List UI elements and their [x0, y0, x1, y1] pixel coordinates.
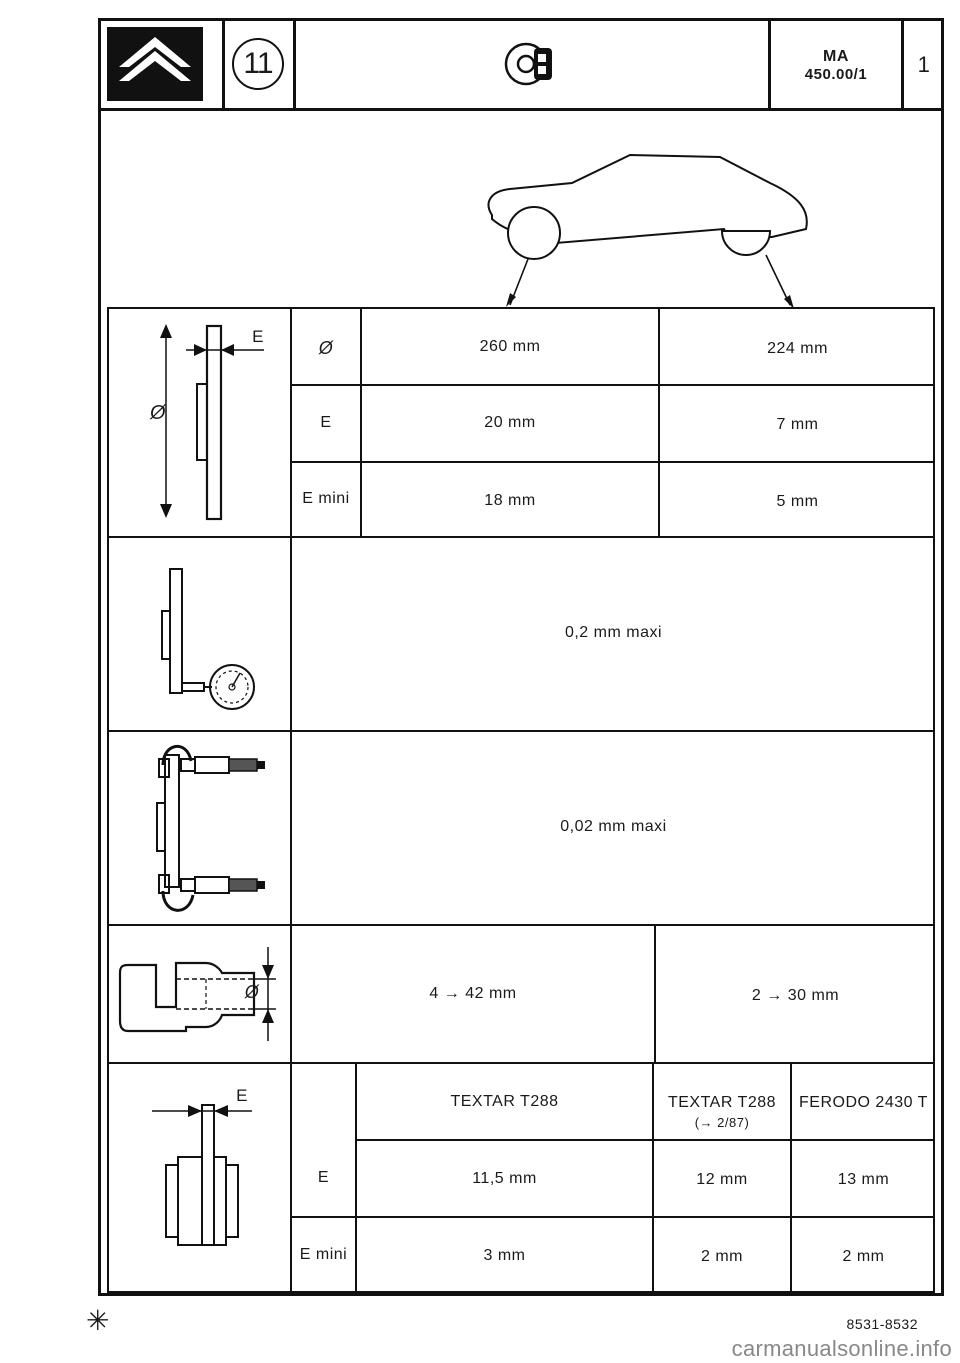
runout-value: 0,2 mm maxi [564, 624, 663, 641]
pads-row-line-1 [355, 1139, 935, 1141]
disc-rear-diameter: 224 mm [767, 340, 828, 357]
header-divider-4 [901, 18, 904, 110]
header-divider-2 [293, 18, 296, 110]
header-divider-3 [768, 18, 771, 110]
page-number: 1 [917, 52, 931, 77]
pads-brand-1: TEXTAR T288 [450, 1093, 559, 1110]
pads-e-mini-label: E mini [299, 1246, 348, 1263]
pads-label-divider [355, 1063, 357, 1293]
disc-e-mini-label: E mini [302, 490, 350, 507]
ref-number: 450.00/1 [804, 66, 868, 83]
page-frame [98, 18, 944, 1296]
disc-label-divider [360, 307, 362, 537]
row-divider-caliper [107, 1062, 935, 1064]
disc-front-thickness: 20 mm [484, 414, 536, 431]
caliper-rear-range: 2 → 30 mm [751, 987, 840, 1004]
asterisk-icon: ✳ [86, 1305, 110, 1336]
disc-rear-thickness: 7 mm [776, 416, 819, 433]
row-divider-parallel [107, 924, 935, 926]
spec-table [107, 307, 935, 1293]
pads-col-divider-1 [652, 1063, 654, 1293]
parallelism-value: 0,02 mm maxi [560, 818, 667, 835]
row-divider-runout [107, 730, 935, 732]
disc-front-rear-divider [658, 307, 660, 537]
pads-brand-3: FERODO 2430 T [799, 1094, 928, 1111]
pads-thickness-min-2: 2 mm [701, 1248, 743, 1265]
disc-e-header: E [252, 327, 264, 346]
pads-e-label: E [317, 1169, 330, 1186]
pads-thickness-min-3: 2 mm [842, 1248, 885, 1265]
car-illustration [487, 153, 808, 309]
header-bottom-rule [98, 108, 944, 111]
disc-diam-label: Ø [318, 338, 334, 358]
caliper-diam-label: Ø [244, 982, 260, 1002]
disc-row-line-2 [290, 461, 935, 463]
brake-disc-icon [504, 42, 552, 86]
disc-diam-header: Ø [149, 402, 167, 424]
icon-column-divider [290, 307, 292, 1293]
pads-e-header: E [236, 1086, 248, 1105]
disc-row-line-1 [290, 384, 935, 386]
disc-front-diameter: 260 mm [479, 338, 541, 355]
pads-brand-2: TEXTAR T288 [667, 1094, 777, 1111]
pads-thickness-1: 11,5 mm [472, 1170, 537, 1187]
brake-pad-icon [152, 1104, 252, 1246]
pads-brand-2-note: (→ 2/87) [694, 1115, 750, 1130]
pads-thickness-min-1: 3 mm [483, 1247, 526, 1264]
pads-col-divider-2 [790, 1063, 792, 1293]
pads-thickness-3: 13 mm [837, 1171, 890, 1188]
chapter-badge: 11 [232, 38, 284, 90]
header-divider-1 [222, 18, 225, 110]
footer-code: 8531-8532 [846, 1316, 918, 1332]
pads-row-line-2 [290, 1216, 935, 1218]
pads-thickness-2: 12 mm [696, 1171, 748, 1188]
caliper-bore-icon [118, 947, 276, 1041]
disc-e-label: E [320, 414, 332, 431]
ref-code: MA [823, 48, 849, 65]
disc-rear-thickness-min: 5 mm [776, 493, 819, 510]
row-divider-disc [107, 536, 935, 538]
caliper-front-range: 4 → 42 mm [429, 985, 517, 1002]
disc-front-thickness-min: 18 mm [484, 492, 536, 509]
disc-dimension-icon [160, 324, 264, 521]
caliper-front-rear-divider [654, 925, 656, 1063]
watermark: carmanualsonline.info [731, 1336, 952, 1361]
chapter-number: 11 [243, 47, 273, 80]
micrometer-icon [156, 744, 265, 912]
runout-gauge-icon [161, 568, 255, 710]
citroen-logo [107, 27, 203, 101]
